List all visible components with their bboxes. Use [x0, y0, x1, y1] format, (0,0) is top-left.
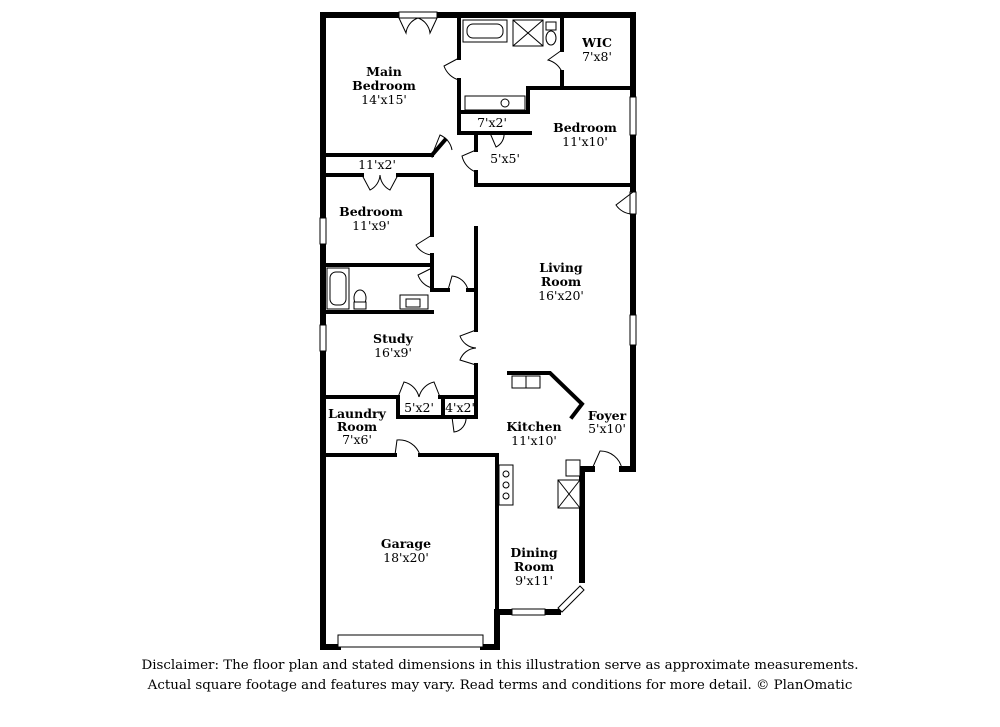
bedroom-2-name: Bedroom — [553, 120, 617, 135]
foyer-dims: 5'x10' — [588, 421, 626, 436]
living-room-name-1: Living — [539, 260, 583, 275]
foyer-name: Foyer — [588, 408, 627, 423]
bedroom-3-name: Bedroom — [339, 204, 403, 219]
floor-plan: Main Bedroom 14'x15' WIC 7'x8' 7'x2' Bed… — [319, 11, 637, 650]
dining-room-dims: 9'x11' — [515, 573, 553, 588]
living-room-dims: 16'x20' — [538, 288, 584, 303]
closet-5x2-dims: 5'x2' — [404, 400, 434, 415]
kitchen-dims: 11'x10' — [511, 433, 557, 448]
wic-name: WIC — [581, 35, 612, 50]
laundry-dims: 7'x6' — [342, 432, 372, 447]
laundry-name-2: Room — [337, 419, 377, 434]
bedroom-2-dims: 11'x10' — [562, 134, 608, 149]
room-labels: Main Bedroom 14'x15' WIC 7'x8' 7'x2' Bed… — [328, 35, 626, 588]
dining-room-name-1: Dining — [510, 545, 558, 560]
main-bedroom-dims: 14'x15' — [361, 92, 407, 107]
hall-5x5-dims: 5'x5' — [490, 151, 520, 166]
main-bedroom-name-2: Bedroom — [352, 78, 416, 93]
study-dims: 16'x9' — [374, 345, 412, 360]
kitchen-name: Kitchen — [506, 419, 561, 434]
study-name: Study — [373, 331, 414, 346]
closet-4x2-dims: 4'x2' — [445, 400, 475, 415]
disclaimer-line-1: Disclaimer: The floor plan and stated di… — [141, 658, 859, 673]
interior-walls — [321, 16, 635, 614]
disclaimer-line-2: Actual square footage and features may v… — [147, 678, 853, 693]
laundry-name-1: Laundry — [328, 406, 386, 421]
garage-name: Garage — [381, 536, 431, 551]
windows — [319, 11, 637, 648]
living-room-name-2: Room — [541, 274, 581, 289]
main-bedroom-name-1: Main — [366, 64, 402, 79]
disclaimer: Disclaimer: The floor plan and stated di… — [0, 656, 1000, 696]
closet-7x2-dims: 7'x2' — [477, 115, 507, 130]
closet-11x2-dims: 11'x2' — [358, 157, 396, 172]
bedroom-3-dims: 11'x9' — [352, 218, 390, 233]
fixtures — [326, 19, 581, 509]
wic-dims: 7'x8' — [582, 49, 612, 64]
dining-room-name-2: Room — [514, 559, 554, 574]
garage-dims: 18'x20' — [383, 550, 429, 565]
doors — [361, 17, 634, 470]
